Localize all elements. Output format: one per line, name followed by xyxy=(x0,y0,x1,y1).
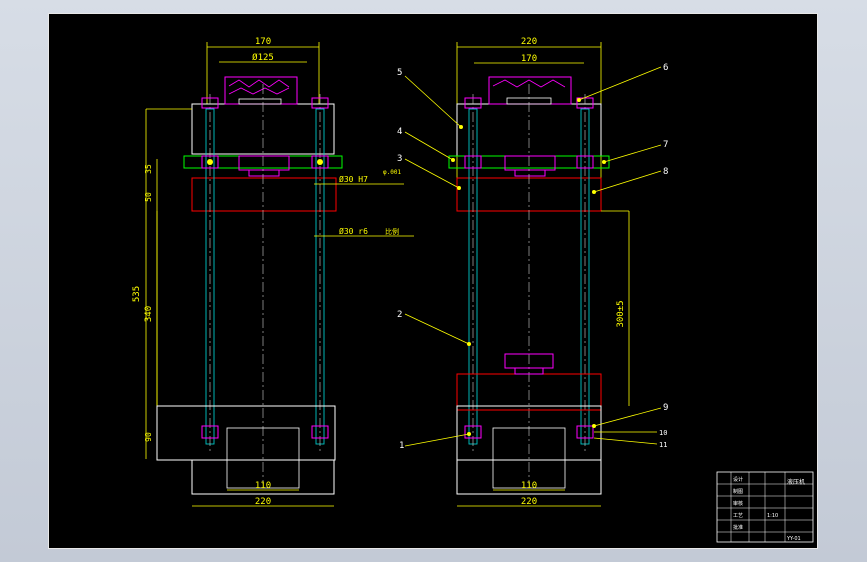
side-dim-stroke: 300±5 xyxy=(616,300,626,327)
tb-row-3: 审核 xyxy=(733,500,743,507)
dim-50: 50 xyxy=(144,192,153,202)
balloon-10: 10 xyxy=(659,429,667,437)
fit-shaft: Ø30 r6 xyxy=(339,226,368,236)
side-dim-bottom-110: 110 xyxy=(521,481,537,491)
fit-shaft-note: 比例 xyxy=(385,227,399,236)
tb-row-2: 制图 xyxy=(733,488,743,495)
base xyxy=(156,405,336,461)
dim-35: 35 xyxy=(144,164,153,174)
dim-overall-535: 535 xyxy=(132,286,142,302)
balloon-4: 4 xyxy=(397,127,402,137)
balloon-3: 3 xyxy=(397,154,402,164)
balloon-9: 9 xyxy=(663,403,668,413)
drawing-canvas[interactable]: 170 Ø125 535 35 xyxy=(48,13,818,549)
fit-bore: Ø30 H7 xyxy=(339,174,368,184)
dim-top-125: Ø125 xyxy=(252,52,274,63)
side-cylinder-head xyxy=(488,76,572,105)
tb-sheet: YY-01 xyxy=(786,536,801,542)
side-base xyxy=(456,405,602,461)
balloon-8: 8 xyxy=(663,167,668,177)
balloon-1: 1 xyxy=(399,441,404,451)
balloon-5: 5 xyxy=(397,68,402,78)
balloon-2: 2 xyxy=(397,310,402,320)
balloon-7: 7 xyxy=(663,140,668,150)
assembly-drawing: 170 Ø125 535 35 xyxy=(132,37,814,543)
tb-row-1: 设计 xyxy=(733,476,743,483)
dim-bottom-220: 220 xyxy=(255,497,271,507)
title-block: 设计 制图 审核 工艺 批准 液压机 1:10 YY-01 xyxy=(716,471,814,543)
side-dim-top-220: 220 xyxy=(521,37,537,47)
side-dim-top-170: 170 xyxy=(521,54,537,64)
side-dim-bottom-220: 220 xyxy=(521,497,537,507)
tb-scale: 1:10 xyxy=(767,513,778,519)
moving-platen xyxy=(191,177,337,212)
tb-row-4: 工艺 xyxy=(733,513,743,519)
fit-bore-note: φ.001 xyxy=(383,169,401,176)
balloon-11: 11 xyxy=(659,441,667,449)
balloon-6: 6 xyxy=(663,63,668,73)
dim-90: 90 xyxy=(144,432,153,442)
side-view: 220 170 xyxy=(448,37,630,507)
tb-name: 液压机 xyxy=(787,478,805,486)
front-view: 170 Ø125 535 35 xyxy=(132,37,414,507)
dim-stroke-340: 340 xyxy=(144,306,154,322)
dim-top-170: 170 xyxy=(255,37,271,47)
part-balloons: 1 2 3 4 5 6 7 8 9 10 11 xyxy=(397,63,668,451)
dim-bottom-110: 110 xyxy=(255,481,271,491)
tb-row-5: 批准 xyxy=(733,524,743,531)
